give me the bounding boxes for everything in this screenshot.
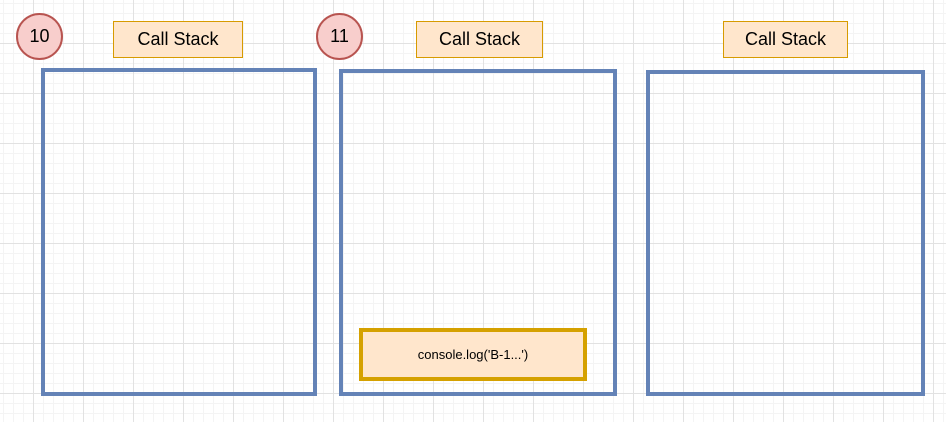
call-stack-label-1: Call Stack <box>113 21 243 58</box>
stack-frame-console-log: console.log('B-1...') <box>359 328 587 381</box>
call-stack-box-3 <box>646 70 925 396</box>
step-number-badge-10: 10 <box>16 13 63 60</box>
call-stack-label-2: Call Stack <box>416 21 543 58</box>
step-number-badge-11: 11 <box>316 13 363 60</box>
call-stack-box-1 <box>41 68 317 396</box>
call-stack-box-2 <box>339 69 617 396</box>
call-stack-label-3: Call Stack <box>723 21 848 58</box>
